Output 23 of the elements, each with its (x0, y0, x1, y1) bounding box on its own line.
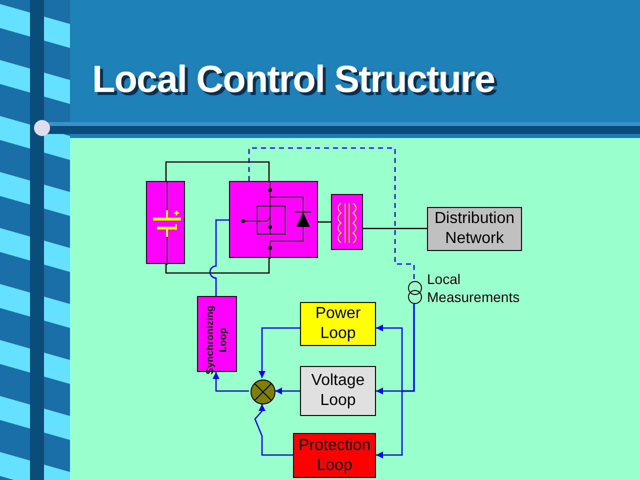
title: Local Control Structure (92, 58, 495, 102)
connector (165, 161, 270, 181)
box-label: Protection Loop (297, 436, 372, 476)
measurement-label: Local Measurements (427, 270, 521, 306)
connector (258, 327, 300, 378)
connector (376, 304, 415, 458)
box-label: Power Loop (314, 304, 362, 344)
box-label: Distribution Network (433, 209, 516, 249)
connector (318, 221, 331, 223)
loop-box (427, 207, 522, 251)
loop-label: Synchronizing Loop (204, 304, 230, 376)
battery-block (146, 181, 185, 264)
dashed-connector (248, 147, 415, 280)
connector (275, 388, 300, 394)
converter-block (229, 181, 318, 258)
connector (212, 372, 249, 392)
transformer-block (331, 194, 363, 250)
box-label: Voltage Loop (310, 371, 366, 411)
connector (254, 404, 293, 456)
connector (363, 228, 427, 230)
loop-box (300, 366, 376, 416)
loop-box (300, 302, 376, 346)
connector (165, 258, 270, 274)
